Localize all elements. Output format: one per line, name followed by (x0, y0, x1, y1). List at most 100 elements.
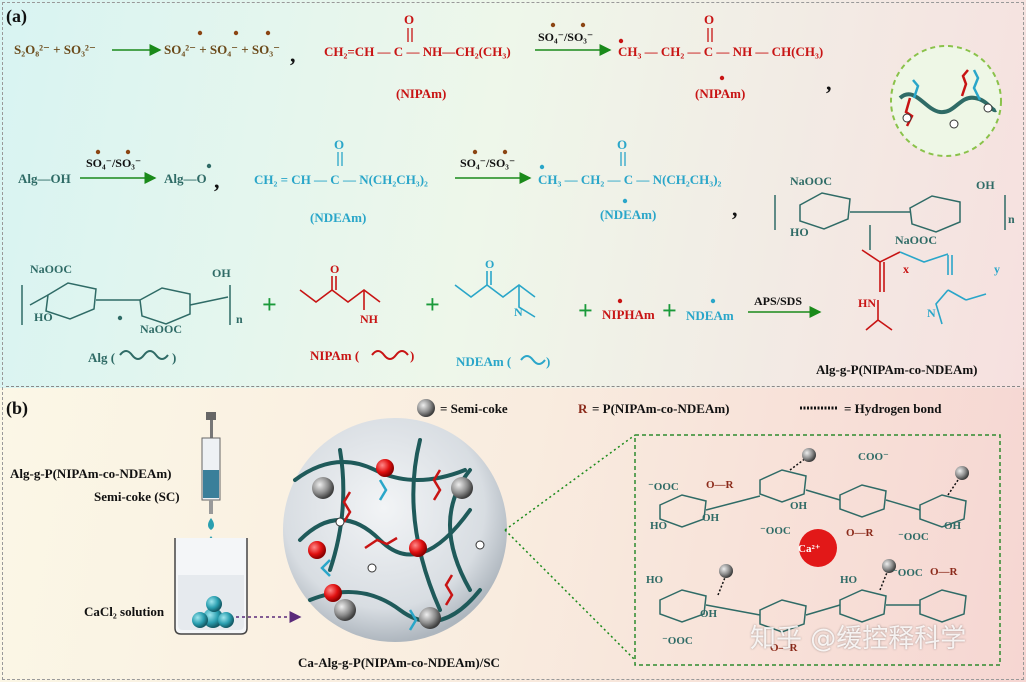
panel-b-label: (b) (6, 398, 28, 418)
alg-oh-2: OH (212, 266, 231, 280)
nipam-radical-formula: CH₃ — CH₂ — C — NH — CH(CH₃) (618, 44, 824, 59)
ndeam-wave-icon (520, 355, 546, 365)
plus-3: + (578, 296, 593, 325)
persulfate-text: S₂O₈²⁻ + SO₃²⁻ (14, 42, 96, 57)
radical-products: SO₄²⁻ + SO₄⁻ + SO₃⁻ (164, 42, 281, 57)
comma-1: , (290, 42, 296, 67)
ho-1: HO (650, 520, 668, 532)
ndeam-legend-close: ) (546, 354, 551, 369)
cacl2-label: CaCl₂ solution (84, 604, 165, 619)
product-y: y (994, 262, 1000, 276)
nipam-legend: NIPAm ( (310, 348, 360, 363)
or-4: O—R (930, 566, 958, 578)
plus-4: + (662, 296, 677, 325)
oh-3: OH (944, 520, 962, 532)
ndeam-radical-formula: CH₃ — CH₂ — C — N(CH₂CH₃)₂ (538, 172, 722, 187)
niphm-radical: NIPHAm (602, 307, 655, 322)
plus-2: + (425, 290, 440, 319)
ndeam-label: (NDEAm) (310, 210, 367, 225)
syringe (201, 412, 221, 548)
coo-2: COO⁻ (858, 451, 889, 463)
panel-b (0, 388, 1026, 682)
comma-4: , (732, 196, 738, 221)
syringe-label-semicoke: Semi-coke (SC) (94, 489, 180, 504)
product-name: Alg-g-P(NIPAm-co-NDEAm) (816, 362, 978, 377)
alg-legend-close: ) (172, 350, 177, 365)
ndeam-o: O (485, 257, 495, 271)
or-3: O—R (770, 642, 798, 654)
ho-3: HO (840, 574, 858, 586)
plus-1: + (262, 290, 277, 319)
nipam-nh: NH (360, 312, 378, 326)
product-structure (774, 192, 1006, 250)
comma-2: , (826, 70, 832, 95)
catalyst-1: SO₄⁻/SO₃⁻ (538, 30, 594, 44)
semicoke-legend: = Semi-coke (440, 401, 508, 416)
alg-wave-icon (119, 350, 169, 360)
nipam-radical-oxygen: O (704, 12, 715, 27)
zoom-box (634, 434, 1001, 666)
alg-legend: Alg ( (88, 350, 116, 365)
product-ho: HO (790, 225, 809, 239)
product-naooc-2: NaOOC (895, 233, 937, 247)
alg-oh: Alg—OH (18, 171, 71, 186)
polymer-zoom-circle (890, 45, 1002, 157)
panel-a-label: (a) (6, 6, 27, 26)
alg-ho: HO (34, 310, 53, 324)
nipam-legend-close: ) (410, 348, 415, 363)
nipam-label: (NIPAm) (396, 86, 447, 101)
syringe-label-polymer: Alg-g-P(NIPAm-co-NDEAm) (10, 466, 172, 481)
ndeam-legend: NDEAm ( (456, 354, 512, 369)
beaker (174, 538, 248, 635)
crosslink-structure (659, 469, 967, 633)
product-x: x (903, 262, 909, 276)
catalyst-3: SO₄⁻/SO₃⁻ (460, 156, 516, 170)
ndeam-formula: CH₂ = CH — C — N(CH₂CH₃)₂ (254, 172, 428, 187)
ho-2: HO (646, 574, 664, 586)
calcium-ion (799, 529, 837, 567)
product-n: n (1008, 212, 1015, 226)
product-n-atom: N (927, 306, 936, 320)
panel-divider (6, 386, 1020, 387)
catalyst-2: SO₄⁻/SO₃⁻ (86, 156, 142, 170)
comma-3: , (214, 168, 220, 193)
nipam-formula: CH₂=CH — C — NH—CH₂(CH₃) (324, 44, 511, 59)
hbond-legend: = Hydrogen bond (844, 401, 942, 416)
r-legend-symbol: R (578, 401, 588, 416)
or-1: O—R (706, 479, 734, 491)
nipam-wave-icon (371, 350, 409, 360)
coo-1: ⁻OOC (648, 481, 679, 493)
oh-4: OH (700, 608, 718, 620)
product-oh: OH (976, 178, 995, 192)
alg-o-radical: Alg—O (164, 171, 207, 186)
ndeam-radical: NDEAm (686, 308, 734, 323)
semicoke-legend-icon (417, 399, 435, 417)
product-hn: HN (858, 296, 876, 310)
ndeam-oxygen: O (334, 137, 345, 152)
nipam-o: O (330, 262, 340, 276)
ndeam-structure (454, 271, 536, 318)
coo-6: ⁻OOC (892, 567, 923, 579)
alg-naooc-2: NaOOC (140, 322, 182, 336)
calcium-label: Ca²⁺ (798, 543, 821, 555)
bead-label: Ca-Alg-g-P(NIPAm-co-NDEAm)/SC (298, 655, 500, 670)
watermark: 知乎 @缓控释科学 (750, 624, 967, 654)
oh-1: OH (702, 512, 720, 524)
coo-5: ⁻OOC (662, 635, 693, 647)
aps-sds-label: APS/SDS (754, 294, 803, 308)
ndeam-radical-oxygen: O (617, 137, 628, 152)
or-2: O—R (846, 527, 874, 539)
coo-4: ⁻OOC (898, 531, 929, 543)
product-naooc: NaOOC (790, 174, 832, 188)
nipam-oxygen: O (404, 12, 415, 27)
nipam-structure (299, 276, 381, 310)
nipam-radical-label: (NIPAm) (695, 86, 746, 101)
r-legend-def: = P(NIPAm-co-NDEAm) (592, 401, 730, 416)
alg-naooc: NaOOC (30, 262, 72, 276)
alg-n: n (236, 312, 243, 326)
ndeam-radical-label: (NDEAm) (600, 207, 657, 222)
alginate-structure (21, 282, 231, 325)
ndeam-n: N (514, 305, 523, 319)
